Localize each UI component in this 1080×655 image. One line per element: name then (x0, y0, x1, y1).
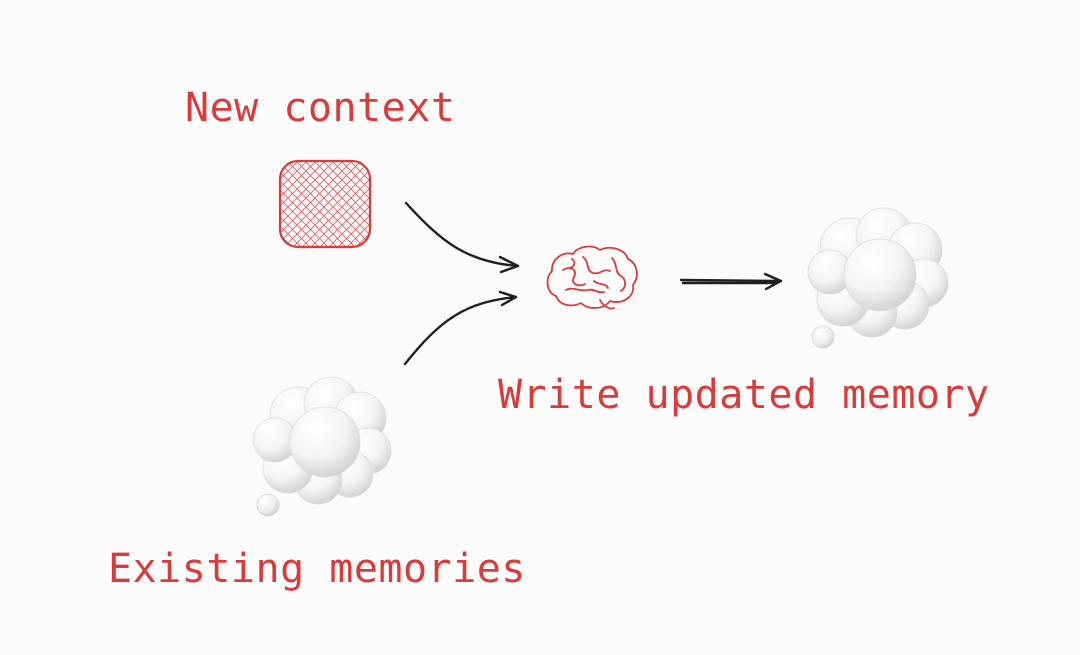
new-context-label: New context (185, 85, 456, 131)
arrow-memories-to-brain (403, 290, 518, 366)
thought-cloud-icon-input (252, 376, 392, 517)
existing-memories-label: Existing memories (108, 546, 526, 592)
arrow-brain-to-memory (679, 272, 783, 291)
thought-cloud-icon-output (807, 207, 949, 349)
hatched-square-icon (278, 159, 372, 249)
brain-icon (546, 245, 638, 310)
write-updated-memory-label: Write updated memory (498, 372, 990, 418)
arrow-context-to-brain (404, 201, 520, 274)
